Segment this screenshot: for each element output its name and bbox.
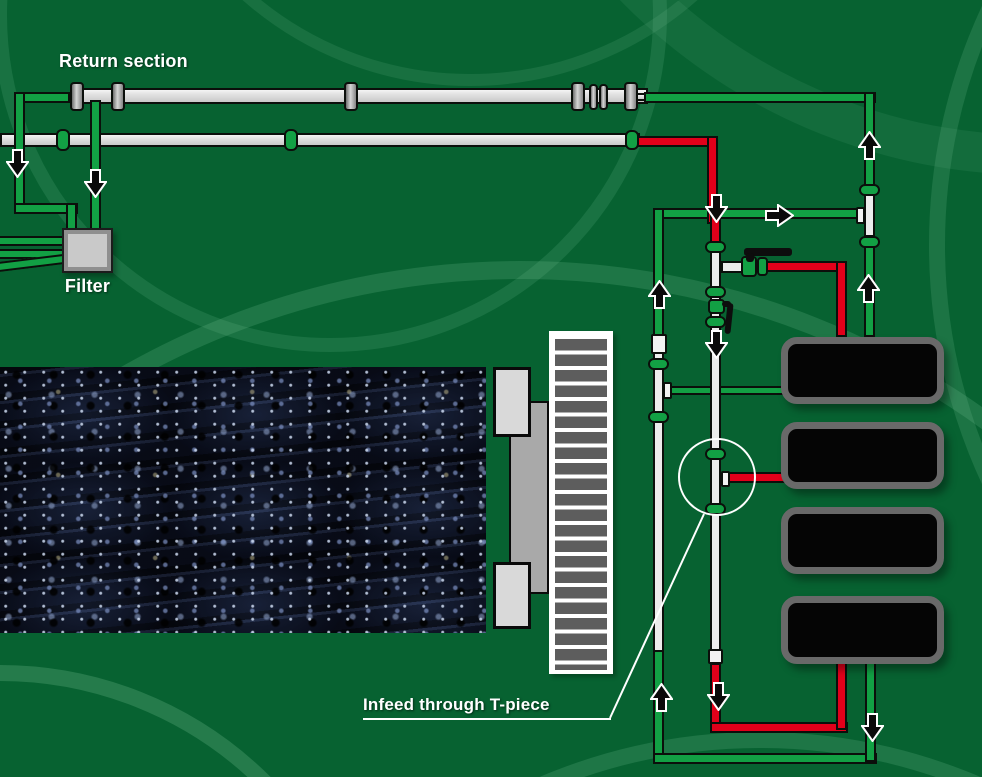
arrow-glyph (857, 130, 882, 160)
arrow-glyph (765, 203, 795, 228)
machine-unit-4 (781, 596, 944, 664)
flow-arrow-up (647, 279, 672, 309)
flow-arrow-up (856, 273, 881, 303)
pipe-flange (571, 82, 585, 111)
red-pipe (836, 660, 847, 730)
arrow-glyph (856, 273, 881, 303)
red-pipe (710, 722, 848, 733)
green-coupling (705, 241, 726, 253)
pipe-flange (111, 82, 125, 111)
green-coupling (625, 130, 639, 150)
arrow-glyph (647, 279, 672, 309)
return-section-label: Return section (59, 51, 188, 71)
flow-arrow-down (706, 682, 731, 712)
flow-arrow-up (857, 130, 882, 160)
arc (0, 665, 271, 777)
machine-unit-2 (781, 422, 944, 489)
red-pipe (763, 261, 841, 272)
arrow-glyph (649, 682, 674, 712)
arrow-glyph (860, 713, 885, 743)
t-connector (856, 207, 865, 224)
pump-flange-top (493, 367, 531, 437)
t-connector (663, 382, 672, 399)
arrow-glyph (83, 169, 108, 199)
valve-handle (744, 248, 792, 256)
pipe-coupling-plate (589, 84, 598, 110)
arrow-glyph (706, 682, 731, 712)
filter-label: Filter (64, 276, 111, 296)
green-coupling (859, 236, 880, 248)
infeed-label: Infeed through T-piece (363, 695, 550, 714)
green-coupling (648, 411, 669, 423)
ball-valve-flange (757, 257, 768, 276)
flow-arrow-down (704, 194, 729, 224)
flow-arrow-down (704, 330, 729, 360)
green-coupling (56, 129, 70, 151)
machine-unit-3 (781, 507, 944, 574)
green-coupling (284, 129, 298, 151)
green-coupling (705, 316, 726, 328)
flow-arrow-down (860, 713, 885, 743)
green-pipe (653, 208, 664, 339)
return-pipe-upper (76, 88, 648, 104)
flow-arrow-down (5, 149, 30, 179)
white-pipe-cap (651, 334, 667, 354)
swarf-photo (0, 367, 486, 633)
green-coupling (648, 358, 669, 370)
green-feed-line (668, 386, 785, 395)
arc (0, 0, 667, 352)
machine-unit-1 (781, 337, 944, 404)
arrow-glyph (704, 194, 729, 224)
green-pipe (865, 658, 876, 762)
infeed-underline (363, 718, 611, 720)
green-pipe (653, 208, 866, 219)
green-coupling (705, 286, 726, 298)
pipe-coupling-plate (599, 84, 608, 110)
arrow-glyph (5, 149, 30, 179)
heat-exchanger (549, 331, 613, 674)
arc (619, 0, 982, 173)
arrow-glyph (704, 330, 729, 360)
green-pipe (644, 92, 876, 103)
green-pipe (90, 100, 101, 232)
pipe-flange (70, 82, 84, 111)
pipe-flange (344, 82, 358, 111)
filter-unit (62, 228, 113, 273)
green-coupling (859, 184, 880, 196)
arc (242, 0, 698, 86)
filter-inlet-pipe (0, 236, 65, 246)
flow-arrow-right (765, 203, 795, 228)
green-pipe (653, 753, 877, 764)
green-pipe (14, 203, 78, 214)
flow-arrow-up (649, 682, 674, 712)
annotation-line-segment (609, 513, 705, 719)
arc (539, 732, 981, 777)
t-piece-highlight-circle (678, 438, 756, 516)
red-pipe (836, 261, 847, 337)
arc (929, 6, 982, 484)
pump-flange-bottom (493, 562, 531, 629)
flow-arrow-down (83, 169, 108, 199)
white-pipe-cap (708, 649, 723, 664)
valve-handle-stem (746, 253, 754, 262)
arc (0, 261, 982, 476)
red-pipe (635, 136, 709, 147)
annotation-line (609, 513, 705, 719)
